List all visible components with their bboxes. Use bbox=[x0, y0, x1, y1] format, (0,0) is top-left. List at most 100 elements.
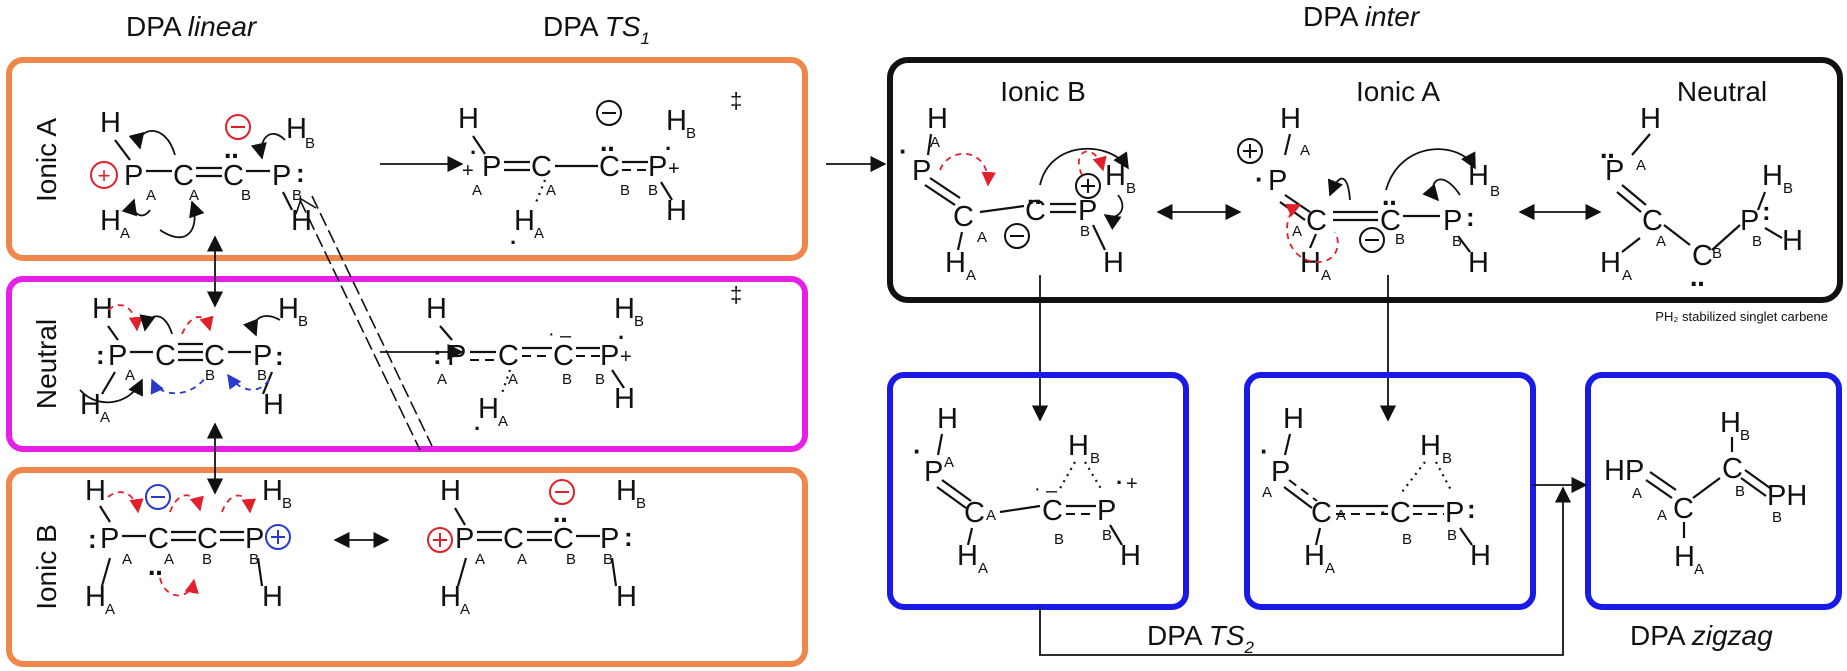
svg-text:A: A bbox=[475, 551, 485, 568]
svg-text:H: H bbox=[945, 247, 966, 279]
inter-label-ionic-a: Ionic A bbox=[1356, 76, 1440, 107]
svg-text:C: C bbox=[498, 340, 519, 372]
svg-text:C: C bbox=[1311, 497, 1332, 529]
svg-text:·: · bbox=[913, 436, 922, 466]
svg-text:C: C bbox=[197, 523, 218, 555]
svg-text:H: H bbox=[1300, 247, 1321, 279]
svg-text:‥: ‥ bbox=[224, 138, 239, 163]
svg-text:H: H bbox=[1103, 247, 1124, 279]
svg-text:A: A bbox=[1636, 157, 1646, 174]
svg-text:B: B bbox=[1102, 527, 1112, 544]
svg-text:H: H bbox=[1470, 540, 1491, 572]
svg-text:H: H bbox=[1468, 160, 1489, 192]
molecule-ionic-b-right: H P A C A C B ‥ P B : H B H A H bbox=[427, 475, 646, 618]
svg-text:B: B bbox=[305, 135, 315, 152]
svg-text:H: H bbox=[1283, 403, 1304, 435]
svg-text:A: A bbox=[517, 551, 527, 568]
svg-text:B: B bbox=[1402, 531, 1412, 548]
ts2-box-left bbox=[887, 372, 1189, 610]
svg-text:·: · bbox=[548, 323, 555, 345]
svg-text:A: A bbox=[189, 187, 199, 204]
svg-text:H: H bbox=[614, 383, 635, 415]
svg-text:H: H bbox=[1674, 541, 1695, 573]
svg-text:H: H bbox=[80, 389, 101, 421]
svg-text:A: A bbox=[546, 182, 556, 199]
svg-text:·: · bbox=[899, 136, 908, 166]
svg-text:A: A bbox=[534, 225, 544, 242]
svg-text::: : bbox=[1467, 494, 1476, 524]
svg-text:P: P bbox=[100, 523, 119, 555]
svg-text:B: B bbox=[595, 371, 605, 388]
svg-text:A: A bbox=[1292, 223, 1302, 240]
inter-label-neutral: Neutral bbox=[1677, 76, 1767, 107]
svg-text:H: H bbox=[1600, 247, 1621, 279]
svg-text:H: H bbox=[937, 403, 958, 435]
svg-text:B: B bbox=[566, 551, 576, 568]
svg-text:P: P bbox=[124, 160, 143, 192]
svg-text:B: B bbox=[249, 551, 259, 568]
molecule-inter-ionic-a: H · P A C A C ‥ B P : B H B H H A bbox=[1237, 103, 1500, 284]
svg-text:C: C bbox=[953, 201, 974, 233]
svg-text:A: A bbox=[100, 409, 110, 426]
svg-text:P: P bbox=[253, 340, 272, 372]
molecule-ionic-a-linear: H + P A C A C B ‥ P B : H B H A H bbox=[90, 107, 315, 242]
molecule-ionic-b-linear: H : P A C A ‥ C B P B H B H A H bbox=[85, 475, 292, 618]
svg-text:C: C bbox=[599, 151, 620, 183]
svg-text:P: P bbox=[1078, 195, 1097, 227]
svg-text:+: + bbox=[462, 160, 474, 182]
svg-text:C: C bbox=[204, 340, 225, 372]
svg-text:A: A bbox=[1325, 560, 1335, 577]
svg-text:A: A bbox=[1300, 142, 1310, 159]
svg-text:B: B bbox=[1126, 180, 1136, 197]
svg-text:H: H bbox=[478, 393, 499, 425]
svg-text:B: B bbox=[562, 371, 572, 388]
zigzag-box bbox=[1585, 372, 1842, 610]
svg-text:H: H bbox=[263, 389, 284, 421]
svg-text:A: A bbox=[125, 367, 135, 384]
svg-text:·: · bbox=[470, 140, 477, 165]
svg-text:+: + bbox=[620, 346, 632, 368]
svg-text:A: A bbox=[966, 267, 976, 284]
svg-text:P: P bbox=[1443, 205, 1462, 237]
svg-text::: : bbox=[624, 522, 633, 552]
svg-text:H: H bbox=[262, 581, 283, 613]
svg-text:H: H bbox=[616, 475, 637, 507]
inter-label-ionic-b: Ionic B bbox=[1000, 76, 1086, 107]
svg-text:H: H bbox=[291, 205, 312, 237]
svg-text:A: A bbox=[1336, 507, 1346, 524]
svg-text:A: A bbox=[1657, 507, 1667, 524]
svg-text:B: B bbox=[1447, 527, 1457, 544]
svg-text:B: B bbox=[282, 495, 292, 512]
svg-text:H: H bbox=[262, 475, 283, 507]
svg-text:H: H bbox=[286, 113, 307, 145]
molecule-inter-ionic-b: H · P A C A C ‥ P B H B H H A bbox=[899, 103, 1136, 284]
svg-text:B: B bbox=[1490, 183, 1500, 200]
svg-text:H: H bbox=[100, 205, 121, 237]
svg-text::: : bbox=[296, 158, 305, 188]
molecule-ionic-a-ts1: H + · P A C A C B ‥ P B + · H B H H A · … bbox=[458, 88, 742, 255]
svg-text:C: C bbox=[148, 523, 169, 555]
row-label-neutral: Neutral bbox=[31, 319, 62, 409]
svg-text:A: A bbox=[944, 454, 954, 471]
svg-text:+: + bbox=[668, 158, 680, 180]
svg-text:H: H bbox=[85, 475, 106, 507]
svg-text:·: · bbox=[665, 136, 672, 161]
svg-text:A: A bbox=[460, 601, 470, 618]
svg-text:·: · bbox=[1260, 436, 1269, 466]
row-label-ionic-b: Ionic B bbox=[31, 524, 62, 610]
svg-text:‡: ‡ bbox=[730, 88, 742, 113]
svg-text:A: A bbox=[1321, 267, 1331, 284]
svg-text:C: C bbox=[223, 160, 244, 192]
svg-text:HP: HP bbox=[1604, 455, 1644, 487]
svg-text:P: P bbox=[600, 523, 619, 555]
svg-text:C: C bbox=[553, 523, 574, 555]
inter-box bbox=[887, 57, 1843, 303]
svg-text:H: H bbox=[1640, 103, 1661, 135]
svg-text:B: B bbox=[257, 367, 267, 384]
svg-text:B: B bbox=[1080, 223, 1090, 240]
label-dpa-zigzag: DPA zigzag bbox=[1630, 620, 1773, 651]
svg-text:B: B bbox=[241, 187, 251, 204]
svg-text:P: P bbox=[912, 155, 931, 187]
svg-text:C: C bbox=[1042, 495, 1063, 527]
ionic-a-box bbox=[6, 57, 808, 261]
